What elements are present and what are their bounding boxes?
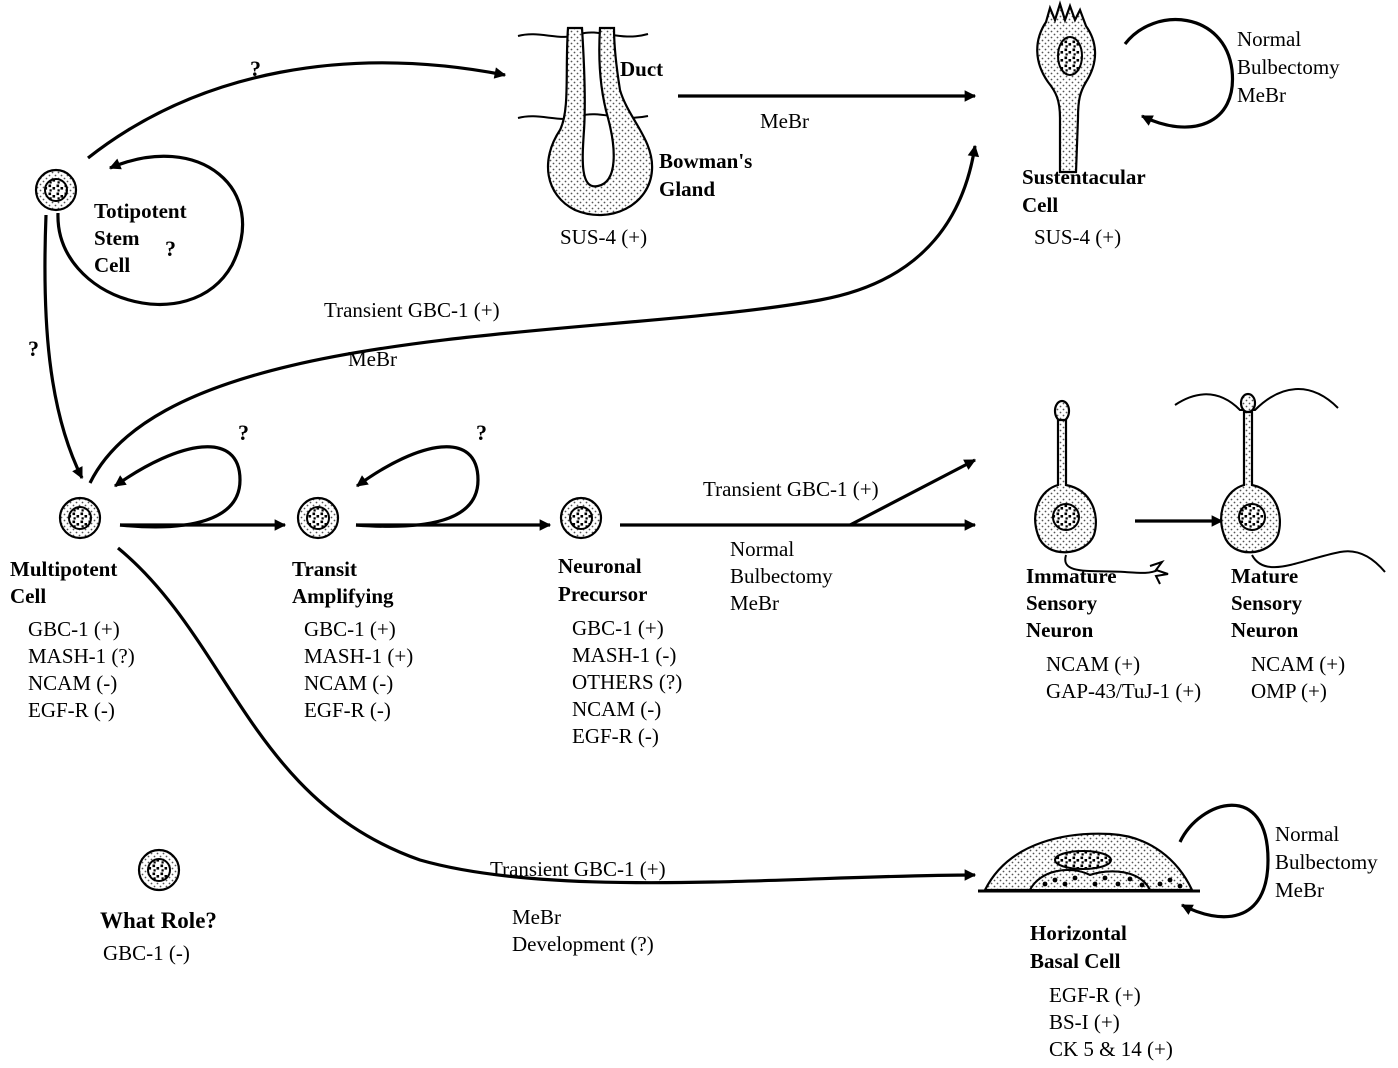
q-toti-to-multi: ? (28, 336, 39, 361)
arrow-totipotent-to-multipotent (45, 215, 82, 478)
transit-name-2: Amplifying (292, 584, 394, 608)
multipotent-name-1: Multipotent (10, 557, 117, 581)
sus-cond-1: Normal (1237, 27, 1301, 51)
sus-name-1: Sustentacular (1022, 165, 1146, 189)
sus-cond-2: Bulbectomy (1237, 55, 1340, 79)
hbc-cond-1: Normal (1275, 822, 1339, 846)
totipotent-name-1: Totipotent (94, 199, 187, 223)
immature-name-2: Sensory (1026, 591, 1098, 615)
horizontal-basal-cell-icon (978, 834, 1200, 891)
precursor-name-2: Precursor (558, 582, 647, 606)
immature-name-3: Neuron (1026, 618, 1094, 642)
prec-to-neuron-label: Transient GBC-1 (+) (703, 477, 879, 501)
precursor-cell-icon (561, 498, 601, 538)
precursor-marker-3: OTHERS (?) (572, 670, 682, 694)
q-multi-self: ? (238, 420, 249, 445)
precursor-marker-5: EGF-R (-) (572, 724, 659, 748)
precursor-marker-1: GBC-1 (+) (572, 616, 664, 640)
hbc-name-2: Basal Cell (1030, 949, 1121, 973)
totipotent-name-3: Cell (94, 253, 130, 277)
totipotent-name-2: Stem (94, 226, 140, 250)
multi-to-hbc-cond-2: Development (?) (512, 932, 654, 956)
mature-name-1: Mature (1231, 564, 1298, 588)
multi-to-sus-condition: MeBr (348, 347, 397, 371)
duct-label: Duct (620, 57, 663, 81)
loop-hbc (1180, 805, 1268, 916)
hbc-marker-2: BS-I (+) (1049, 1010, 1120, 1034)
hbc-marker-3: CK 5 & 14 (+) (1049, 1037, 1173, 1061)
multipotent-marker-3: NCAM (-) (28, 671, 117, 695)
immature-marker-2: GAP-43/TuJ-1 (+) (1046, 679, 1201, 703)
sustentacular-cell-icon (1037, 4, 1095, 172)
transit-marker-2: MASH-1 (+) (304, 644, 413, 668)
prec-to-neuron-cond-3: MeBr (730, 591, 779, 615)
gland-marker: SUS-4 (+) (560, 225, 647, 249)
transit-name-1: Transit (292, 557, 357, 581)
precursor-marker-2: MASH-1 (-) (572, 643, 676, 667)
immature-name-1: Immature (1026, 564, 1117, 588)
q-transit-self: ? (476, 420, 487, 445)
sus-marker: SUS-4 (+) (1034, 225, 1121, 249)
multipotent-marker-1: GBC-1 (+) (28, 617, 120, 641)
arrow-multi-to-sus (90, 146, 975, 483)
gland-to-sus-condition: MeBr (760, 109, 809, 133)
hbc-name-1: Horizontal (1030, 921, 1127, 945)
q-toti-self: ? (165, 236, 176, 261)
sus-name-2: Cell (1022, 193, 1058, 217)
immature-marker-1: NCAM (+) (1046, 652, 1140, 676)
hbc-marker-1: EGF-R (+) (1049, 983, 1141, 1007)
mature-name-3: Neuron (1231, 618, 1299, 642)
precursor-name-1: Neuronal (558, 554, 642, 578)
arrow-multi-to-hbc (118, 548, 975, 883)
transit-marker-3: NCAM (-) (304, 671, 393, 695)
q-toti-to-gland: ? (250, 56, 261, 81)
mature-neuron-icon (1175, 389, 1385, 572)
unknown-title: What Role? (100, 908, 217, 933)
multipotent-name-2: Cell (10, 584, 46, 608)
transit-marker-4: EGF-R (-) (304, 698, 391, 722)
hbc-cond-3: MeBr (1275, 878, 1324, 902)
loop-multipotent (115, 447, 240, 527)
arrow-totipotent-to-gland (88, 63, 505, 158)
multi-to-hbc-label: Transient GBC-1 (+) (490, 857, 666, 881)
mature-marker-1: NCAM (+) (1251, 652, 1345, 676)
multipotent-marker-2: MASH-1 (?) (28, 644, 135, 668)
multipotent-marker-4: EGF-R (-) (28, 698, 115, 722)
mature-marker-2: OMP (+) (1251, 679, 1327, 703)
immature-neuron-icon (1035, 401, 1168, 584)
unknown-cell-icon (139, 850, 179, 890)
multipotent-cell-icon (60, 498, 100, 538)
multi-to-hbc-cond-1: MeBr (512, 905, 561, 929)
gland-name-2: Gland (659, 177, 715, 201)
loop-transit (356, 447, 478, 527)
sus-cond-3: MeBr (1237, 83, 1286, 107)
mature-name-2: Sensory (1231, 591, 1303, 615)
unknown-marker: GBC-1 (-) (103, 941, 190, 965)
loop-sustentacular (1125, 20, 1233, 127)
precursor-marker-4: NCAM (-) (572, 697, 661, 721)
prec-to-neuron-cond-2: Bulbectomy (730, 564, 833, 588)
gland-name-1: Bowman's (659, 149, 752, 173)
transit-marker-1: GBC-1 (+) (304, 617, 396, 641)
multi-to-sus-label: Transient GBC-1 (+) (324, 298, 500, 322)
totipotent-cell-icon (36, 170, 76, 210)
prec-to-neuron-cond-1: Normal (730, 537, 794, 561)
transit-cell-icon (298, 498, 338, 538)
hbc-cond-2: Bulbectomy (1275, 850, 1378, 874)
loop-totipotent (58, 156, 243, 304)
